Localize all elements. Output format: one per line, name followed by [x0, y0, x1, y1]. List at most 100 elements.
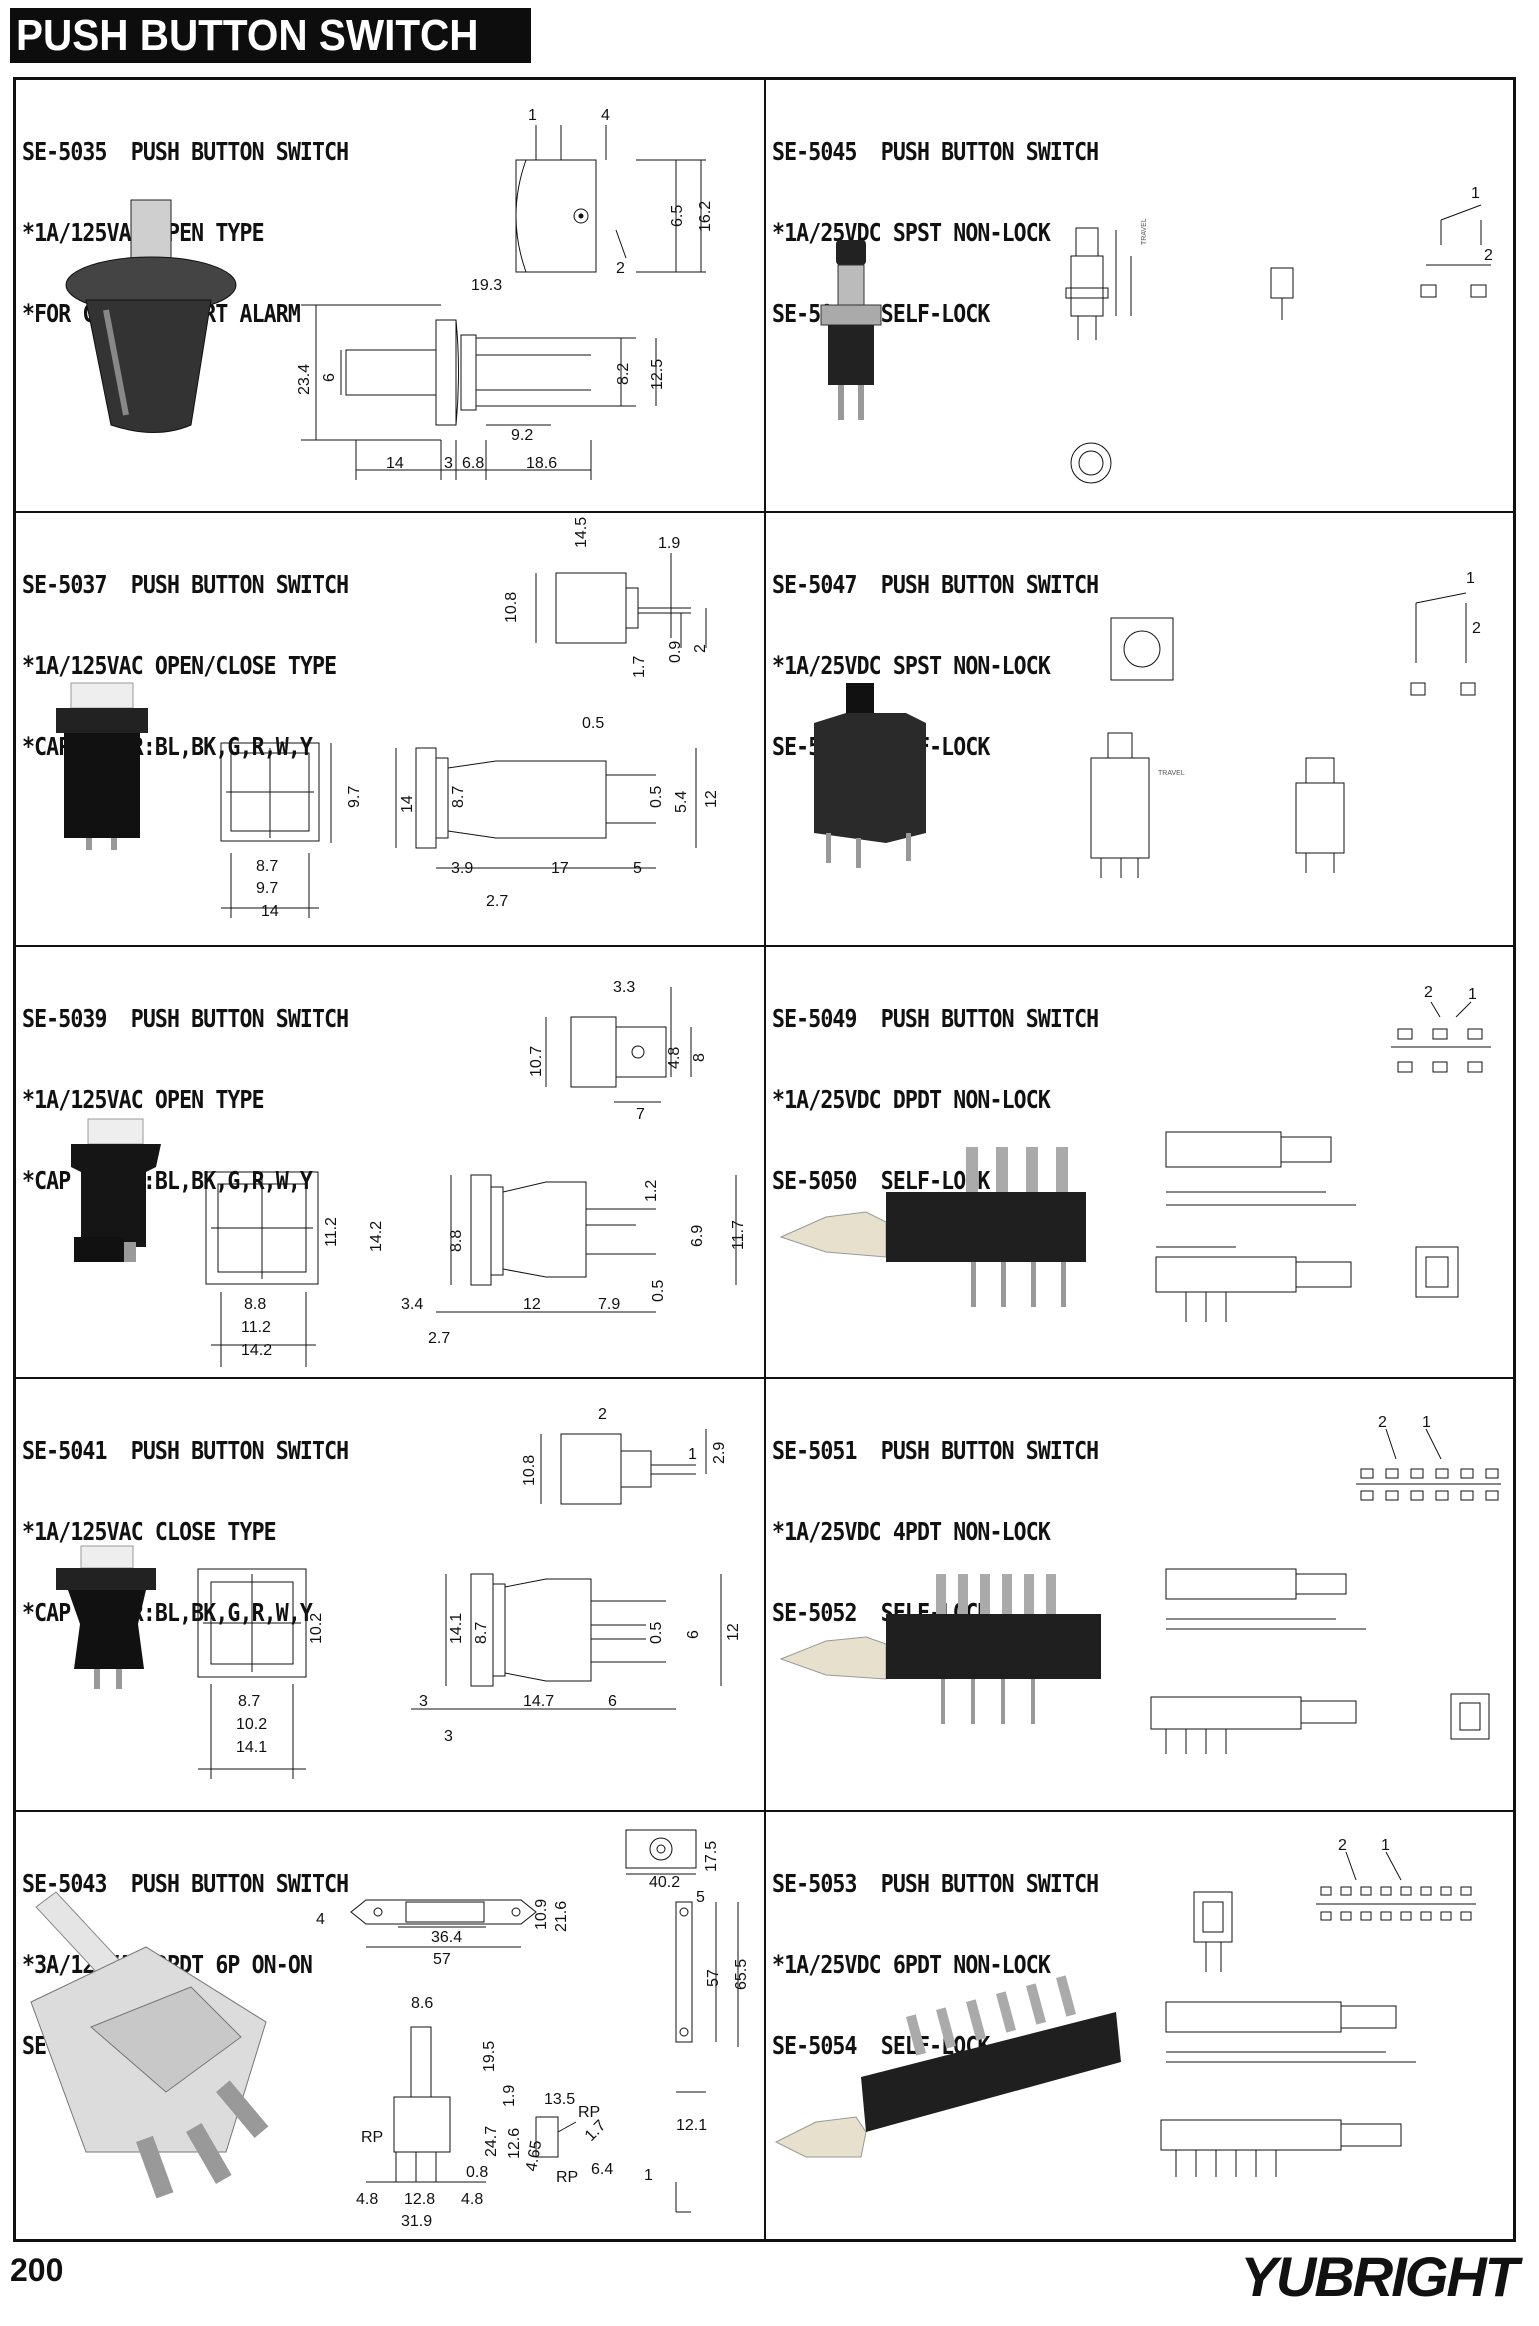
dim-label: 12.6	[506, 2128, 523, 2159]
dim-label: 40.2	[649, 1874, 680, 1891]
dim-label: 17	[551, 860, 569, 877]
dim-label: 0.8	[466, 2164, 488, 2181]
dim-label: 31.9	[401, 2213, 432, 2230]
dim-label: 3.4	[401, 1296, 423, 1313]
dim-label: 5	[696, 1889, 705, 1906]
dim-label: 14.7	[523, 1693, 554, 1710]
dim-label: 24.7	[483, 2126, 500, 2157]
product-photo	[56, 1545, 156, 1689]
product-cell-se-5041: SE-5041 PUSH BUTTON SWITCH *1A/125VAC CL…	[16, 1379, 766, 1812]
catalog-grid: SE-5035 PUSH BUTTON SWITCH *1A/125VAC OP…	[13, 77, 1516, 2242]
product-cell-se-5053: SE-5053 PUSH BUTTON SWITCH *1A/25VDC 6PD…	[766, 1812, 1516, 2239]
dim-label: 2	[1338, 1837, 1347, 1854]
panel-front-view	[350, 1899, 537, 1948]
circuit-diagram	[1391, 1001, 1491, 1073]
panel-top-view	[625, 1829, 697, 1875]
dim-label: 10.7	[528, 1046, 545, 1077]
product-spec-line: *1A/25VDC SPST NON-LOCK	[772, 218, 1051, 247]
dim-label: 1	[688, 1446, 697, 1463]
dim-label: 1.7	[631, 656, 648, 678]
dim-label: 14.1	[236, 1739, 267, 1756]
dim-label: 1	[644, 2167, 653, 2184]
dim-label: 3.9	[451, 860, 473, 877]
dim-label: 17.5	[703, 1841, 720, 1872]
dim-label: 1.9	[501, 2085, 518, 2107]
dim-label: 1	[1466, 570, 1475, 587]
dim-label: 0.5	[648, 1622, 665, 1644]
product-title: SE-5051 PUSH BUTTON SWITCH	[772, 1436, 1099, 1465]
technical-drawing	[1160, 1891, 1416, 2177]
dim-label: 6.8	[462, 455, 484, 472]
front-view	[220, 742, 332, 918]
product-spec-line: *1A/125VAC CLOSE TYPE	[22, 1517, 277, 1546]
product-photo	[774, 1975, 1121, 2158]
product-cell-se-5039: SE-5039 PUSH BUTTON SWITCH *1A/125VAC OP…	[16, 947, 766, 1379]
dim-label: 14	[386, 455, 404, 472]
dim-label: 9.7	[346, 786, 363, 808]
dim-label: 4	[601, 107, 610, 124]
dim-label: 57	[705, 1969, 722, 1987]
product-drawing: 2 1	[779, 1414, 1501, 1754]
dim-label: 8	[691, 1053, 708, 1062]
product-photo	[30, 1891, 269, 2199]
top-view	[535, 553, 707, 648]
dim-label: 8.7	[238, 1693, 260, 1710]
front-view	[197, 1568, 307, 1779]
product-spec-line: *1A/125VAC OPEN/CLOSE TYPE	[22, 651, 337, 680]
dim-label: 2	[598, 1406, 607, 1423]
dim-label: 6	[685, 1630, 702, 1639]
top-view	[545, 987, 692, 1103]
dim-label: RP	[361, 2129, 383, 2146]
dim-label: 1	[1471, 185, 1480, 202]
side-view	[395, 747, 697, 869]
circuit-diagram	[1410, 592, 1476, 696]
page-title-text: PUSH BUTTON SWITCH	[16, 11, 479, 60]
product-spec-line: *1A/25VDC 6PDT NON-LOCK	[772, 1950, 1051, 1979]
dim-label: 19.3	[471, 277, 502, 294]
product-drawing: 1 2 TRAVEL	[820, 185, 1493, 484]
dim-label: 8.7	[450, 786, 467, 808]
product-title: SE-5047 PUSH BUTTON SWITCH	[772, 570, 1099, 599]
dim-label: 1.7	[582, 2117, 610, 2145]
dim-label: 10.2	[236, 1716, 267, 1733]
dim-label: 2.9	[711, 1442, 728, 1464]
dim-label: 10.2	[308, 1613, 325, 1644]
dim-label: 11.2	[323, 1217, 340, 1247]
dim-label: 6	[321, 373, 338, 382]
side-view	[411, 1573, 722, 1710]
product-cell-se-5045: SE-5045 PUSH BUTTON SWITCH *1A/25VDC SPS…	[766, 80, 1516, 513]
product-cell-se-5047: SE-5047 PUSH BUTTON SWITCH *1A/25VDC SPS…	[766, 513, 1516, 947]
dim-label: 14.2	[368, 1221, 385, 1252]
product-photo	[820, 240, 882, 420]
product-title: SE-5045 PUSH BUTTON SWITCH	[772, 137, 1099, 166]
dim-label: 8.8	[448, 1230, 465, 1252]
dim-label: 65.5	[733, 1959, 750, 1990]
dim-label: 14	[261, 903, 279, 920]
dim-label: 12	[703, 790, 720, 808]
circuit-diagram	[1316, 1851, 1476, 1921]
dim-label: 4.8	[356, 2191, 378, 2208]
dim-label: 8.2	[615, 363, 632, 385]
side-view	[515, 125, 706, 273]
dim-label: 13.5	[544, 2091, 575, 2108]
dim-label: 6	[608, 1693, 617, 1710]
dim-label: RP	[556, 2169, 578, 2186]
dim-label: 10.8	[521, 1455, 538, 1486]
dim-label: 0.9	[667, 641, 684, 663]
dim-label: 8.7	[256, 858, 278, 875]
product-title: SE-5039 PUSH BUTTON SWITCH	[22, 1004, 349, 1033]
dim-label: TRAVEL	[1141, 218, 1148, 245]
dim-label: 2.7	[428, 1330, 450, 1347]
dim-label: 1.9	[658, 535, 680, 552]
dim-label: 2	[1472, 620, 1481, 637]
product-spec: SE-5045 PUSH BUTTON SWITCH *1A/25VDC SPS…	[772, 84, 1151, 381]
product-drawing: 1 2 TRAVEL	[814, 570, 1481, 878]
product-photo	[71, 1118, 161, 1262]
dim-label: 1.2	[643, 1180, 660, 1202]
product-photo	[779, 1147, 1086, 1307]
dim-label: 7.9	[598, 1296, 620, 1313]
dim-label: 14.5	[573, 517, 590, 548]
dim-label: 6.5	[669, 205, 686, 227]
dim-label: 19.5	[481, 2041, 498, 2072]
dim-label: 14.2	[241, 1342, 272, 1359]
